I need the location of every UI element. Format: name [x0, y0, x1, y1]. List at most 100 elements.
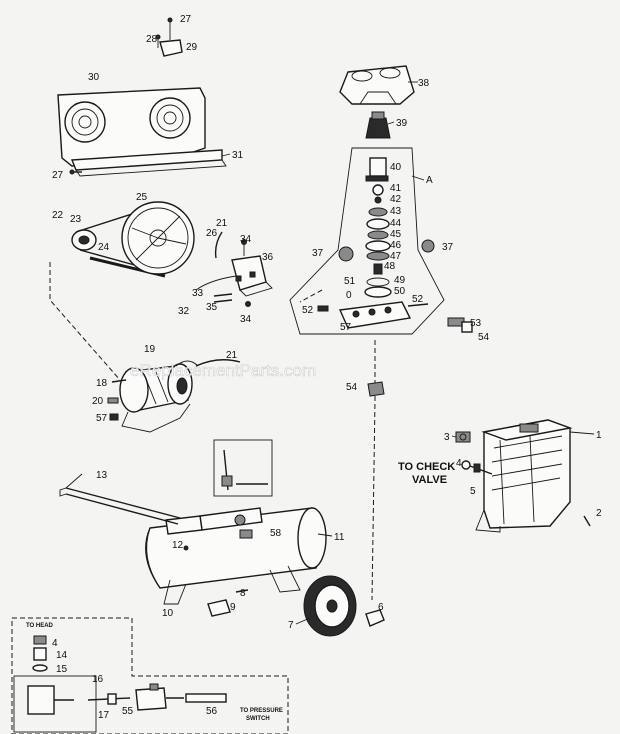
callout-27b: 27: [52, 170, 64, 181]
callout-0: 0: [346, 290, 352, 301]
callout-20: 20: [92, 396, 104, 407]
to-check-valve-label-line2: VALVE: [412, 474, 447, 486]
callout-44: 44: [390, 218, 402, 229]
callout-52a: 52: [412, 294, 424, 305]
callout-19: 19: [144, 344, 156, 355]
callout-30: 30: [88, 72, 100, 83]
leader-lines: [65, 81, 595, 625]
callout-39: 39: [396, 118, 408, 129]
callout-A: A: [426, 175, 433, 186]
callout-3: 3: [444, 432, 450, 443]
watermark-text: eReplacementParts.com: [130, 361, 316, 380]
callout-14: 14: [56, 650, 68, 661]
callout-7: 7: [288, 620, 294, 631]
callout-38: 38: [418, 78, 430, 89]
pressure-switch-36: [195, 239, 273, 307]
callout-6: 6: [378, 602, 384, 613]
callout-21b: 21: [226, 350, 238, 361]
check-valve-5: [461, 460, 493, 475]
head-cover-38: [339, 65, 415, 105]
dash-belt-to-motor: [49, 262, 121, 381]
callout-43: 43: [390, 206, 402, 217]
drain-valve-9: [207, 599, 231, 617]
air-filter-39: [365, 111, 391, 139]
callout-11: 11: [334, 532, 345, 543]
callout-8: 8: [240, 588, 246, 599]
callout-12: 12: [172, 540, 184, 551]
callout-35: 35: [206, 302, 218, 313]
callout-27a: 27: [180, 14, 192, 25]
callout-9: 9: [230, 602, 236, 613]
valve-kit-A: [289, 147, 445, 335]
callout-22: 22: [52, 210, 64, 221]
dash-kit-side: [299, 289, 323, 303]
callout-55: 55: [122, 706, 134, 717]
callout-16: 16: [92, 674, 104, 685]
callout-50: 50: [394, 286, 406, 297]
callout-42: 42: [390, 194, 402, 205]
flywheel-26: [121, 201, 195, 275]
callout-15: 15: [56, 664, 68, 675]
callout-5: 5: [470, 486, 476, 497]
bracket-29: [155, 17, 183, 57]
callout-13: 13: [96, 470, 108, 481]
axle-bolt-6: [365, 609, 385, 627]
callout-29: 29: [186, 42, 198, 53]
callout-47: 47: [390, 251, 402, 262]
key-21-upper: [214, 231, 223, 259]
fitting-53-54: [447, 317, 473, 333]
screw-27-lower: [69, 169, 82, 175]
callout-28: 28: [146, 34, 158, 45]
callout-37a: 37: [312, 248, 324, 259]
callout-4a: 4: [456, 458, 462, 469]
handle-13: [59, 487, 181, 525]
callout-24: 24: [98, 242, 110, 253]
callout-52b: 52: [302, 305, 314, 316]
callout-51: 51: [344, 276, 356, 287]
to-pressure-label-line2: SWITCH: [246, 716, 270, 722]
callout-46: 46: [390, 240, 402, 251]
callout-54b: 54: [346, 382, 358, 393]
callout-57a: 57: [340, 322, 352, 333]
callout-26: 26: [206, 228, 218, 239]
dash-head-to-tank: [371, 340, 376, 601]
wheel-7: [303, 575, 357, 637]
callout-56: 56: [206, 706, 218, 717]
callout-54a: 54: [478, 332, 490, 343]
tube-detail-box: [213, 439, 273, 526]
motor-19: [119, 359, 241, 433]
callout-4b: 4: [52, 638, 58, 649]
motor-hardware-18-20-57: [107, 379, 127, 421]
callout-23: 23: [70, 214, 82, 225]
callout-37b: 37: [442, 242, 454, 253]
callout-48: 48: [384, 261, 396, 272]
belt-guard-30: [57, 87, 206, 167]
callout-36: 36: [262, 252, 274, 263]
inset-tubing-detail: [11, 617, 289, 734]
fitting-3: [455, 431, 471, 443]
callout-40: 40: [390, 162, 402, 173]
belt-guard-bracket-31: [70, 149, 227, 177]
callout-34b: 34: [240, 314, 252, 325]
callout-58: 58: [270, 528, 282, 539]
callout-25: 25: [136, 192, 148, 203]
fitting-8: [235, 589, 249, 593]
tank-11: [145, 507, 327, 605]
callout-18: 18: [96, 378, 108, 389]
callout-1: 1: [596, 430, 602, 441]
callout-10: 10: [162, 608, 174, 619]
callout-2: 2: [596, 508, 602, 519]
callout-53: 53: [470, 318, 482, 329]
callout-17: 17: [98, 710, 110, 721]
callout-34a: 34: [240, 234, 252, 245]
pump-1: [475, 419, 573, 533]
callout-57b: 57: [96, 413, 108, 424]
to-pressure-label-line1: TO PRESSURE: [240, 708, 283, 714]
callout-45: 45: [390, 229, 402, 240]
callout-49: 49: [394, 275, 406, 286]
fitting-54-lower: [367, 381, 385, 397]
callout-33: 33: [192, 288, 204, 299]
callout-32: 32: [178, 306, 190, 317]
